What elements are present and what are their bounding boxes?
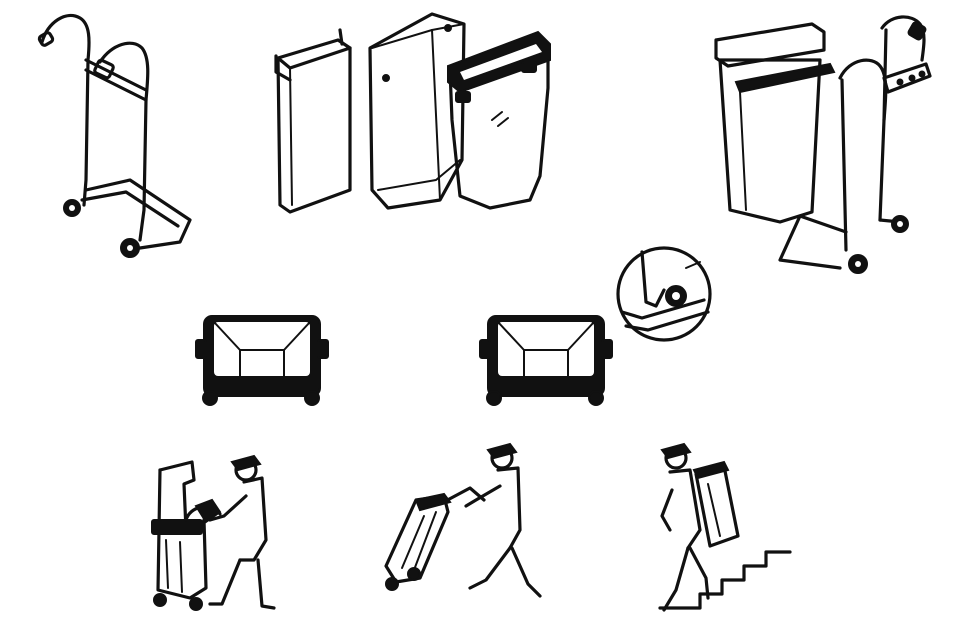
worker-unloading-cart [151, 454, 276, 611]
worker-pulling-cart [384, 442, 542, 598]
bin-top-view-left [195, 315, 329, 406]
bin-top-view-right [479, 315, 613, 406]
lidded-bin [447, 30, 551, 210]
wheel-detail [616, 246, 712, 342]
bin-with-handcart-frame [714, 15, 932, 274]
handcart-frame-empty [37, 13, 192, 258]
worker-climbing-stairs [658, 442, 792, 612]
paper-bag [368, 12, 466, 210]
bag-holder-insert [274, 28, 352, 214]
